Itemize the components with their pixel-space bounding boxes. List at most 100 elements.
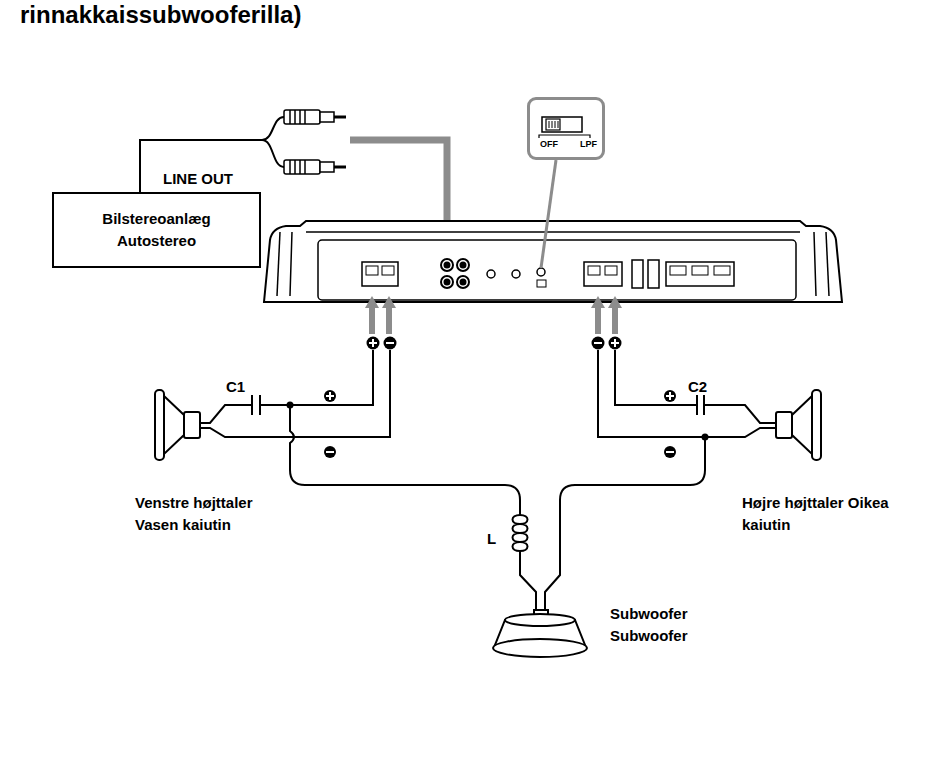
- capacitor-symbol: [696, 395, 698, 415]
- amplifier: [264, 221, 842, 302]
- speaker: [155, 390, 164, 460]
- polarity-symbol: [609, 337, 622, 350]
- part-label: Højre højttaler Oikea kaiutin: [742, 492, 892, 536]
- subwoofer: [493, 610, 587, 657]
- part-label: C2: [688, 376, 707, 398]
- slide-switch: [549, 121, 550, 128]
- amplifier: [366, 266, 378, 275]
- polarity-symbol: [666, 392, 674, 400]
- amplifier: [714, 266, 730, 275]
- head-unit-cable: [140, 117, 284, 192]
- part-label: C1: [226, 376, 245, 398]
- speaker-wire: [200, 350, 775, 612]
- output-arrow: [365, 296, 379, 308]
- polarity-symbol: [367, 337, 380, 350]
- polarity-symbol: [664, 446, 676, 458]
- speaker: [184, 412, 200, 438]
- polarity-symbol: [592, 337, 605, 350]
- rca-plug: [284, 160, 320, 174]
- amplifier: [445, 263, 450, 268]
- rca-plug: [284, 110, 346, 174]
- polarity-symbol: [324, 337, 676, 459]
- amplifier: [445, 280, 450, 285]
- node-text: LPF: [580, 140, 597, 150]
- output-arrow: [591, 296, 605, 308]
- head-unit-cable: [262, 117, 284, 140]
- amplifier: [461, 280, 466, 285]
- slide-switch: [555, 121, 556, 128]
- slide-switch: [552, 121, 553, 128]
- speaker-wire: [704, 405, 775, 423]
- output-arrow: [386, 306, 392, 334]
- speaker: [776, 412, 792, 438]
- amplifier: [666, 262, 734, 286]
- rca-plug: [320, 162, 334, 172]
- amplifier: [382, 266, 394, 275]
- capacitor-symbol: [252, 395, 704, 415]
- amplifier: [306, 231, 800, 233]
- polarity-symbol: [664, 390, 676, 402]
- rca-plug: [294, 110, 296, 124]
- amplifier: [588, 266, 600, 275]
- rca-plug: [284, 110, 320, 124]
- junction-dot: [287, 402, 294, 409]
- amplifier: [670, 266, 686, 275]
- speaker: [155, 390, 821, 460]
- node-heading: OFF: [540, 140, 558, 150]
- callout-leader: [541, 160, 556, 268]
- speaker: [792, 396, 812, 454]
- head-unit-cable: [262, 140, 284, 167]
- title: rinnakkaissubwooferilla): [20, 2, 301, 28]
- rca-plug: [289, 110, 291, 124]
- polarity-symbol: [324, 390, 336, 402]
- speaker-wire: [290, 405, 520, 515]
- part-label: Subwoofer Subwoofer: [610, 603, 708, 647]
- polarity-symbol: [326, 392, 334, 400]
- rca-plug: [304, 110, 306, 124]
- slide-switch: [546, 119, 560, 130]
- callout-leader: [541, 160, 556, 268]
- amplifier: [584, 262, 622, 286]
- amplifier: [461, 263, 466, 268]
- speaker-wire: [545, 437, 705, 612]
- rca-plug: [294, 160, 296, 174]
- polarity-symbol: [386, 342, 394, 344]
- polarity-symbol: [666, 451, 674, 453]
- capacitor-symbol: [703, 395, 705, 415]
- rca-plug: [299, 110, 301, 124]
- amplifier: [826, 232, 829, 296]
- slide-switch: [539, 135, 590, 138]
- polarity-symbol: [611, 339, 619, 347]
- amplifier: [277, 232, 280, 296]
- speaker-wire: [260, 350, 373, 405]
- amplifier: [441, 259, 453, 271]
- amplifier: [264, 221, 842, 302]
- amplifier: [814, 232, 816, 296]
- rca-plug: [334, 166, 346, 169]
- capacitor-symbol: [251, 395, 253, 415]
- polarity-symbol: [369, 339, 377, 347]
- slide-switch: [558, 121, 559, 128]
- polarity-symbol: [324, 446, 336, 458]
- output-arrow: [382, 296, 396, 308]
- amplifier: [457, 259, 469, 271]
- head-unit-box: LINE OUTBilstereoanlæg Autostereo: [52, 192, 261, 268]
- amplifier: [457, 276, 469, 288]
- rca-plug: [289, 160, 291, 174]
- amplifier: [318, 240, 796, 300]
- speaker-wire: [520, 551, 536, 612]
- speaker-wire: [200, 405, 252, 423]
- rca-plug: [320, 112, 334, 122]
- output-arrow: [608, 296, 622, 308]
- amplifier: [537, 268, 545, 276]
- amplifier: [692, 266, 708, 275]
- amplifier: [362, 262, 398, 286]
- amplifier: [290, 232, 292, 296]
- switch-callout: OFF LPF: [527, 97, 605, 160]
- speaker: [812, 390, 821, 460]
- node-heading: LINE OUT: [163, 168, 233, 190]
- amplifier: [632, 260, 643, 288]
- output-arrow: [365, 296, 622, 334]
